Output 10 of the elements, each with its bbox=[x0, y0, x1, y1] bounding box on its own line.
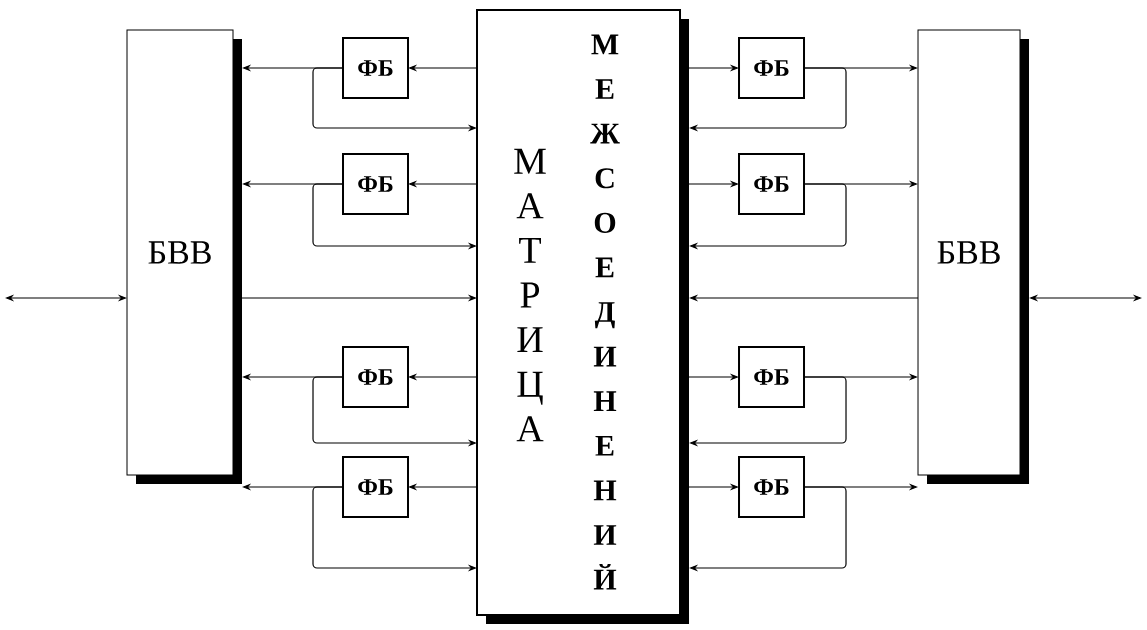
block-box: ФБ bbox=[342, 456, 409, 518]
block-box: ФБ bbox=[342, 37, 409, 99]
block-box: ФБ bbox=[342, 153, 409, 215]
block-box: ФБ bbox=[738, 153, 805, 215]
block-box: ФБ bbox=[738, 346, 805, 408]
block-box: ФБ bbox=[342, 346, 409, 408]
unit-box: БВВ bbox=[917, 29, 1029, 484]
block-box: ФБ bbox=[738, 456, 805, 518]
unit-box: БВВ bbox=[126, 29, 242, 484]
block-box: ФБ bbox=[738, 37, 805, 99]
